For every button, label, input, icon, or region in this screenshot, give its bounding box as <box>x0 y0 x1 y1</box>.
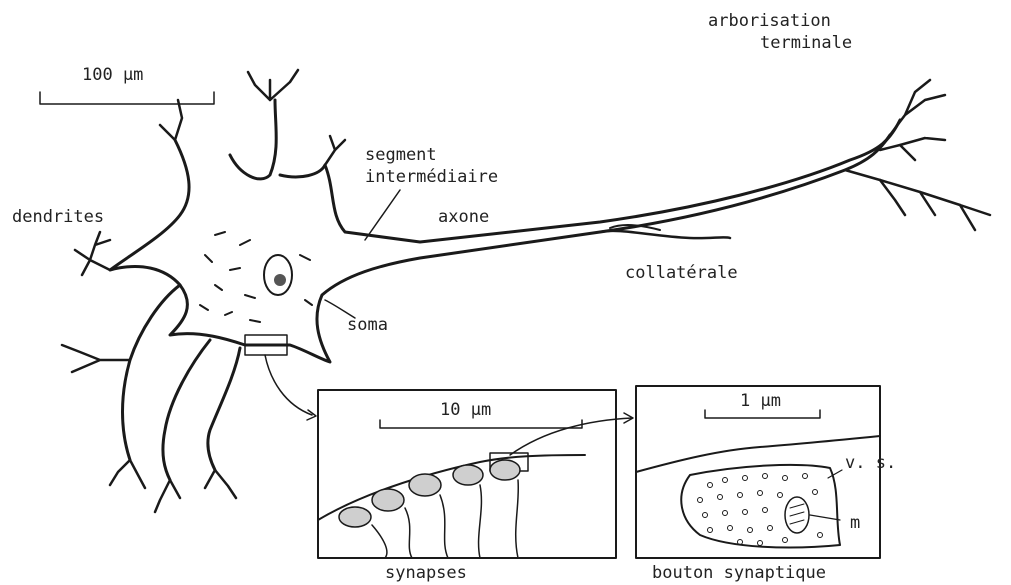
axon-collateral <box>600 225 730 238</box>
scale-bar-main: 100 µm <box>40 65 214 104</box>
synaptic-vesicles <box>698 474 823 546</box>
vesicles-label: v. s. <box>845 453 896 473</box>
segment-label-line1: segment <box>365 145 437 165</box>
mitochondrion-label: m <box>850 513 860 533</box>
inset-synapses: 10 µm <box>318 390 616 558</box>
arborisation-label-line2: terminale <box>760 33 852 53</box>
mitochondrion-icon <box>785 497 809 533</box>
scale-label-1um: 1 µm <box>740 391 781 411</box>
dendrites-top <box>160 70 345 165</box>
arborisation-label-line1: arborisation <box>708 11 831 31</box>
soma-label: soma <box>347 315 388 335</box>
synapse-boutons <box>339 460 520 527</box>
dendrites-left <box>62 232 130 372</box>
scale-label-100um: 100 µm <box>82 65 143 85</box>
segment-label-line2: intermédiaire <box>365 167 498 187</box>
bouton-label: bouton synaptique <box>652 563 826 583</box>
nucleolus-icon <box>274 274 286 286</box>
scale-label-10um: 10 µm <box>440 400 491 420</box>
axone-label: axone <box>438 207 489 227</box>
neuron-soma-shape <box>110 100 900 480</box>
inset-bouton: 1 µm <box>636 386 880 558</box>
dendrites-label: dendrites <box>12 207 104 227</box>
dendrites-bottom <box>110 460 236 512</box>
collaterale-label: collatérale <box>625 263 738 283</box>
soma-organelles <box>200 232 312 322</box>
pointer-lines <box>325 190 400 318</box>
synapses-label: synapses <box>385 563 467 583</box>
